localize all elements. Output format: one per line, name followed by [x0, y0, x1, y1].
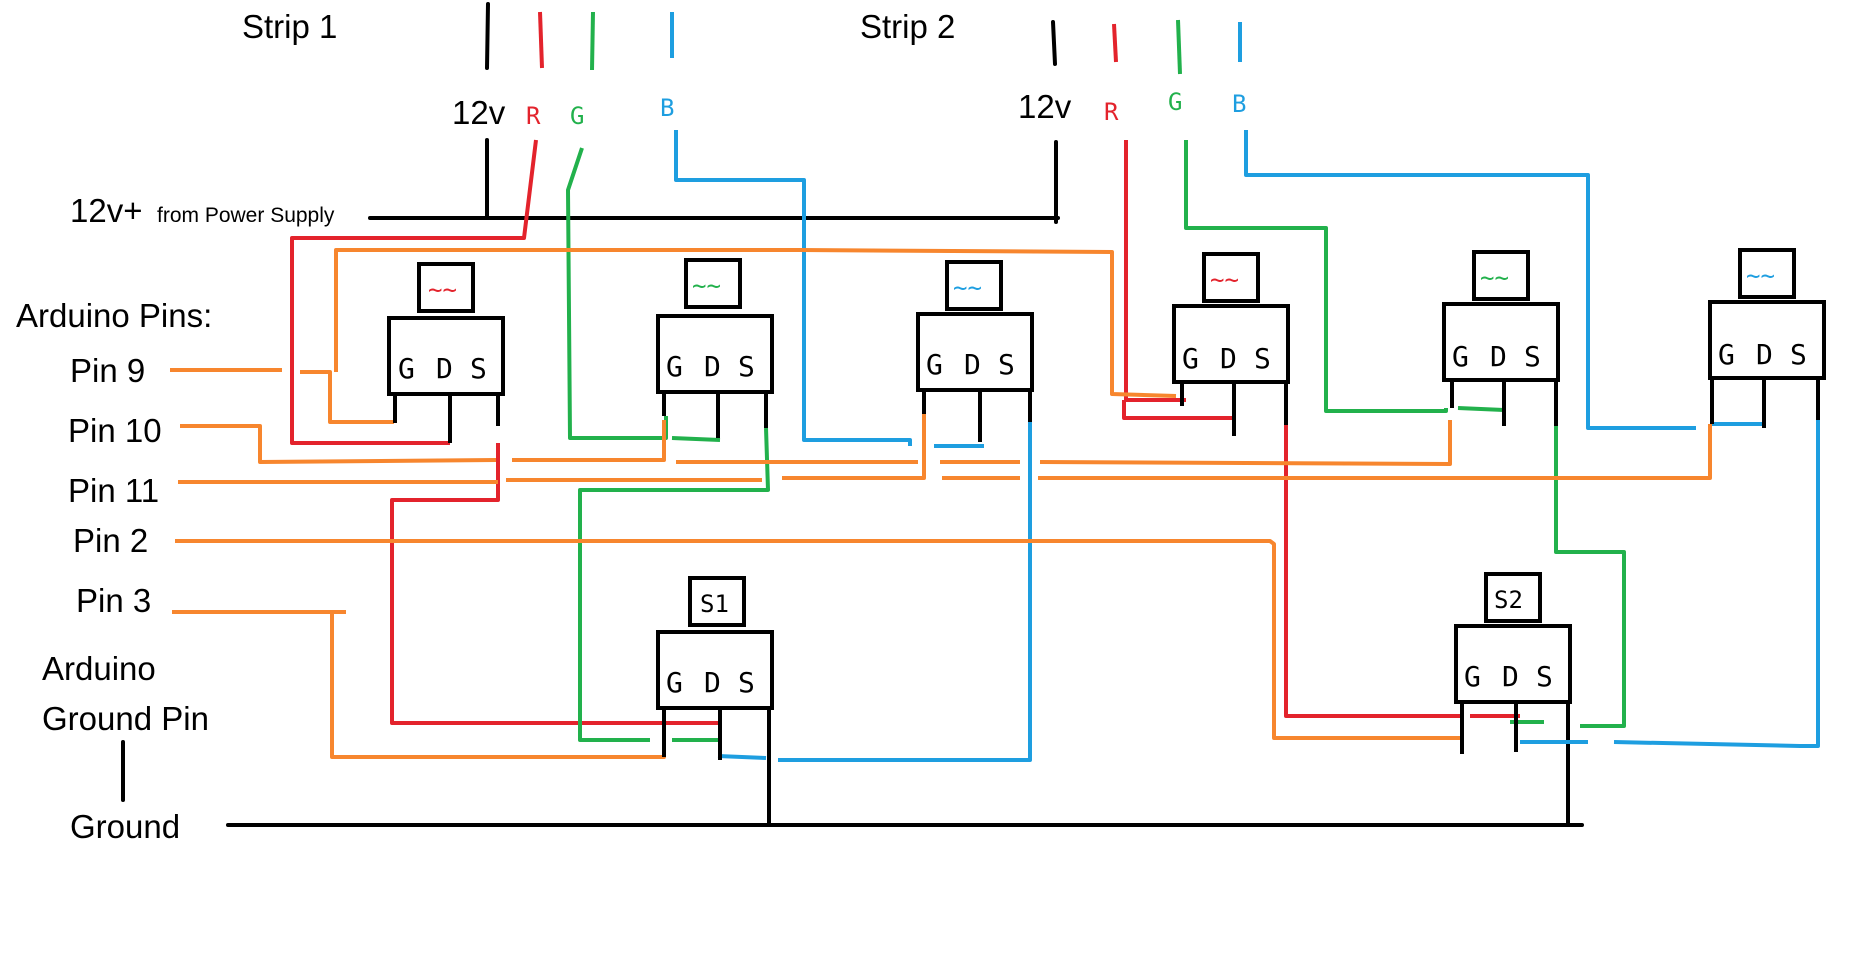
pin3-label: Pin 3: [76, 582, 151, 619]
svg-text:G: G: [1464, 660, 1481, 693]
strip1-12v-label: 12v: [452, 94, 506, 131]
svg-text:G: G: [666, 666, 683, 699]
strip2-label: Strip 2: [860, 8, 955, 45]
svg-text:G: G: [1452, 340, 1469, 373]
arduino-ground-label-line1: Arduino: [42, 650, 156, 687]
blue-wires: [670, 12, 1820, 762]
svg-text:D: D: [704, 350, 721, 383]
svg-text:D: D: [704, 666, 721, 699]
svg-text:D: D: [1756, 338, 1773, 371]
svg-text:G: G: [1182, 342, 1199, 375]
svg-text:S: S: [998, 348, 1015, 381]
svg-text:S: S: [1254, 342, 1271, 375]
svg-text:D: D: [964, 348, 981, 381]
pin10-wire: [180, 424, 497, 464]
switch-tag: S1: [700, 590, 729, 618]
psu-sub-label: from Power Supply: [157, 204, 335, 227]
mosfet-strip2-green: ~~ G D S: [1442, 250, 1560, 426]
svg-text:~~: ~~: [1480, 264, 1509, 292]
pin10-label: Pin 10: [68, 412, 162, 449]
svg-text:S: S: [1790, 338, 1807, 371]
pin11-label: Pin 11: [68, 472, 159, 509]
mosfet-strip2-red: ~~ G D S: [1172, 252, 1290, 436]
arduino-ground-label-line2: Ground Pin: [42, 700, 209, 737]
mosfet-strip2-blue: ~~ G D S: [1708, 248, 1826, 428]
strip1-r-label: R: [526, 102, 541, 130]
switch-tag: S2: [1494, 586, 1523, 614]
svg-text:~~: ~~: [1210, 266, 1239, 294]
svg-text:G: G: [666, 350, 683, 383]
svg-text:D: D: [436, 352, 453, 385]
svg-text:S: S: [1524, 340, 1541, 373]
strip2-12v-label: 12v: [1018, 88, 1072, 125]
pin2-wire: [175, 539, 1460, 740]
strip2-r-label: R: [1104, 98, 1119, 126]
svg-text:D: D: [1502, 660, 1519, 693]
strip1-label: Strip 1: [242, 8, 337, 45]
svg-text:S: S: [738, 350, 755, 383]
svg-text:~~: ~~: [692, 272, 721, 300]
mosfet-strip1-red: ~~ G D S: [387, 262, 505, 443]
green-wires: [566, 11, 1626, 742]
orange-wires: [170, 248, 1712, 759]
svg-text:G: G: [926, 348, 943, 381]
mosfet-strip1-green: ~~ G D S: [656, 258, 774, 438]
mosfet-strip1-blue: ~~ G D S: [916, 260, 1034, 442]
strip1-b-label: B: [660, 94, 674, 122]
strip2-b-label: B: [1232, 90, 1246, 118]
mosfet-strip2-switch: S2 G D S: [1454, 572, 1572, 754]
pin2-label: Pin 2: [73, 522, 148, 559]
svg-text:S: S: [470, 352, 487, 385]
psu-12v-label: 12v+: [70, 192, 142, 229]
mosfet-strip1-switch: S1 G D S: [656, 576, 774, 760]
svg-text:S: S: [738, 666, 755, 699]
svg-text:D: D: [1220, 342, 1237, 375]
svg-text:G: G: [1718, 338, 1735, 371]
pin9-label: Pin 9: [70, 352, 145, 389]
svg-text:~~: ~~: [953, 274, 982, 302]
svg-text:~~: ~~: [428, 276, 457, 304]
strip2-g-label: G: [1168, 88, 1182, 116]
svg-text:~~: ~~: [1746, 262, 1775, 290]
arduino-pins-label: Arduino Pins:: [16, 297, 212, 334]
gds-label: G: [398, 352, 415, 385]
black-wires: [121, 2, 1584, 827]
strip1-g-label: G: [570, 102, 584, 130]
svg-text:S: S: [1536, 660, 1553, 693]
ground-label: Ground: [70, 808, 180, 845]
svg-text:D: D: [1490, 340, 1507, 373]
